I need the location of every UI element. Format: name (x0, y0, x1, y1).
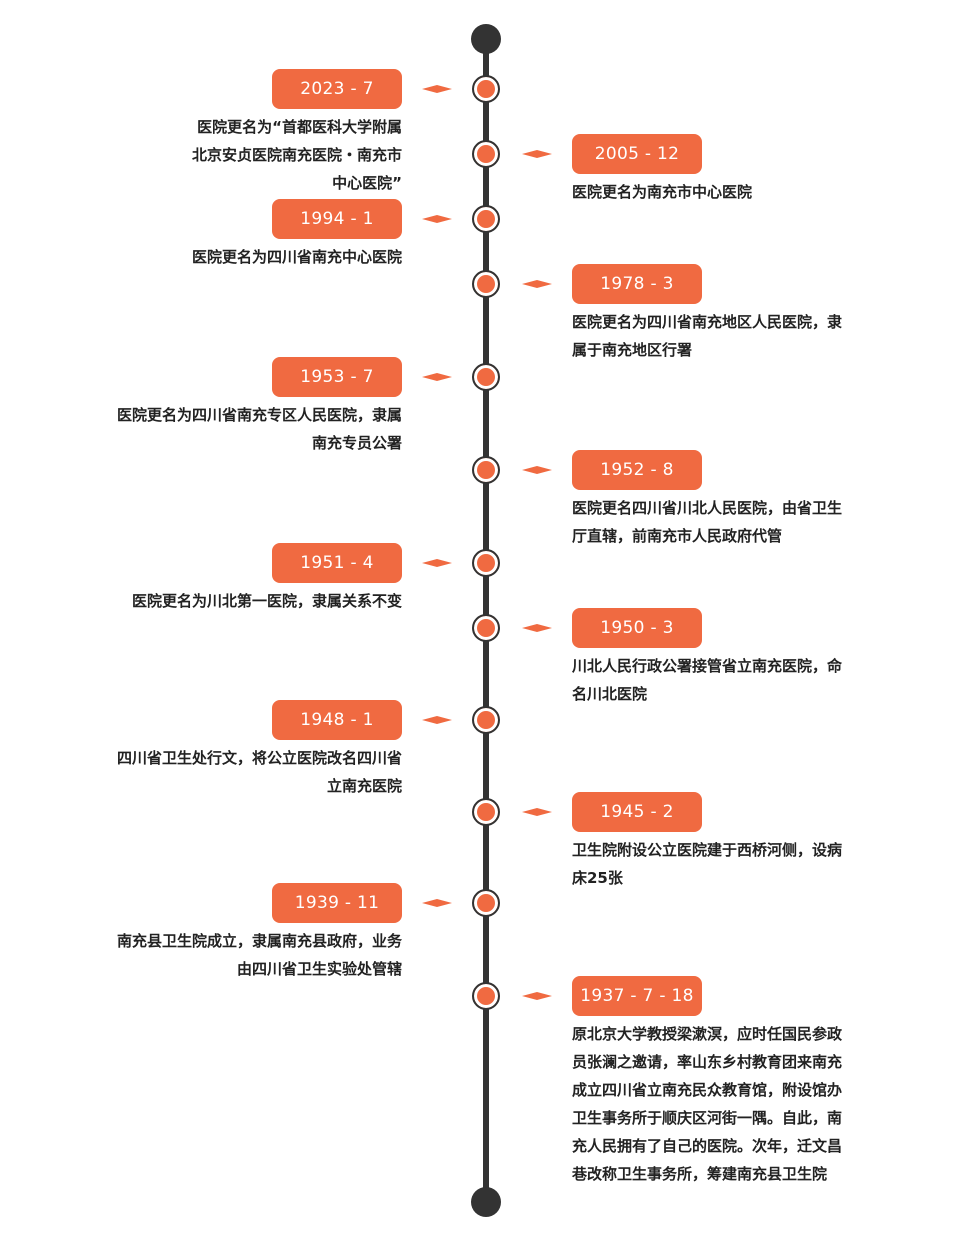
date-pill: 2005 - 12 (572, 134, 702, 174)
event-description-line: 北京安贞医院南充医院・南充市 (191, 146, 402, 164)
event-description: 医院更名为南充市中心医院 (572, 178, 752, 206)
timeline-node (472, 270, 500, 298)
event-description-line: 医院更名为四川省南充地区人民医院，隶 (572, 313, 843, 331)
event-description-line: 医院更名为四川省南充专区人民医院，隶属 (116, 406, 402, 424)
timeline-bottom-cap (471, 1187, 501, 1217)
connector-diamond-icon (522, 808, 552, 816)
event-description: 川北人民行政公署接管省立南充医院，命名川北医院 (572, 652, 842, 708)
connector-diamond-icon (522, 992, 552, 1000)
event-description-line: 南充县卫生院成立，隶属南充县政府，业务 (116, 932, 402, 950)
event-description-line: 医院更名为“首都医科大学附属 (197, 118, 402, 136)
event-description: 南充县卫生院成立，隶属南充县政府，业务由四川省卫生实验处管辖 (117, 927, 402, 983)
event-description: 卫生院附设公立医院建于西桥河侧，设病床25张 (572, 836, 842, 892)
event-description-line: 南充专员公署 (311, 434, 402, 452)
connector-diamond-icon (422, 85, 452, 93)
event-description-line: 巷改称卫生事务所，筹建南充县卫生院 (572, 1165, 828, 1183)
event-description-line: 厅直辖，前南充市人民政府代管 (572, 527, 783, 545)
event-description-line: 属于南充地区行署 (572, 341, 693, 359)
event-description-line: 卫生事务所于顺庆区河街一隅。自此，南 (572, 1109, 843, 1127)
event-description-line: 医院更名为四川省南充中心医院 (191, 248, 402, 266)
event-description-line: 川北人民行政公署接管省立南充医院，命 (572, 657, 843, 675)
date-pill: 1952 - 8 (572, 450, 702, 490)
date-pill: 1939 - 11 (272, 883, 402, 923)
connector-diamond-icon (422, 899, 452, 907)
date-pill: 1978 - 3 (572, 264, 702, 304)
event-description-line: 立南充医院 (326, 777, 402, 795)
event-description-line: 医院更名为川北第一医院，隶属关系不变 (131, 592, 402, 610)
date-pill: 1953 - 7 (272, 357, 402, 397)
date-pill: 1950 - 3 (572, 608, 702, 648)
connector-diamond-icon (422, 716, 452, 724)
connector-diamond-icon (422, 215, 452, 223)
event-description: 医院更名为四川省南充专区人民医院，隶属南充专员公署 (117, 401, 402, 457)
timeline-node (472, 456, 500, 484)
timeline-node (472, 889, 500, 917)
event-description: 医院更名为“首都医科大学附属北京安贞医院南充医院・南充市中心医院” (192, 113, 402, 197)
connector-diamond-icon (522, 280, 552, 288)
event-description-line: 充人民拥有了自己的医院。次年，迁文昌 (572, 1137, 843, 1155)
event-description: 医院更名为四川省南充中心医院 (192, 243, 402, 271)
timeline-node (472, 75, 500, 103)
date-pill: 1951 - 4 (272, 543, 402, 583)
timeline-node (472, 205, 500, 233)
connector-diamond-icon (522, 466, 552, 474)
event-description-line: 中心医院” (332, 174, 402, 192)
timeline-node (472, 140, 500, 168)
event-description: 四川省卫生处行文，将公立医院改名四川省立南充医院 (117, 744, 402, 800)
event-description-line: 床25张 (572, 869, 623, 887)
event-description: 原北京大学教授梁漱溟，应时任国民参政员张澜之邀请，率山东乡村教育团来南充成立四川… (572, 1020, 842, 1188)
event-description: 医院更名四川省川北人民医院，由省卫生厅直辖，前南充市人民政府代管 (572, 494, 842, 550)
event-description-line: 员张澜之邀请，率山东乡村教育团来南充 (572, 1053, 843, 1071)
timeline-node (472, 706, 500, 734)
timeline-node (472, 549, 500, 577)
event-description: 医院更名为四川省南充地区人民医院，隶属于南充地区行署 (572, 308, 842, 364)
connector-diamond-icon (422, 373, 452, 381)
date-pill: 1937 - 7 - 18 (572, 976, 702, 1016)
connector-diamond-icon (422, 559, 452, 567)
date-pill: 1945 - 2 (572, 792, 702, 832)
event-description-line: 由四川省卫生实验处管辖 (236, 960, 402, 978)
event-description-line: 名川北医院 (572, 685, 648, 703)
connector-diamond-icon (522, 624, 552, 632)
timeline-top-cap (471, 24, 501, 54)
timeline-node (472, 798, 500, 826)
timeline-node (472, 614, 500, 642)
event-description-line: 医院更名四川省川北人民医院，由省卫生 (572, 499, 843, 517)
event-description-line: 卫生院附设公立医院建于西桥河侧，设病 (572, 841, 843, 859)
event-description-line: 成立四川省立南充民众教育馆，附设馆办 (572, 1081, 843, 1099)
date-pill: 2023 - 7 (272, 69, 402, 109)
event-description-line: 四川省卫生处行文，将公立医院改名四川省 (116, 749, 402, 767)
event-description-line: 医院更名为南充市中心医院 (572, 183, 753, 201)
date-pill: 1948 - 1 (272, 700, 402, 740)
date-pill: 1994 - 1 (272, 199, 402, 239)
event-description: 医院更名为川北第一医院，隶属关系不变 (132, 587, 402, 615)
timeline-node (472, 363, 500, 391)
connector-diamond-icon (522, 150, 552, 158)
timeline-node (472, 982, 500, 1010)
event-description-line: 原北京大学教授梁漱溟，应时任国民参政 (572, 1025, 843, 1043)
